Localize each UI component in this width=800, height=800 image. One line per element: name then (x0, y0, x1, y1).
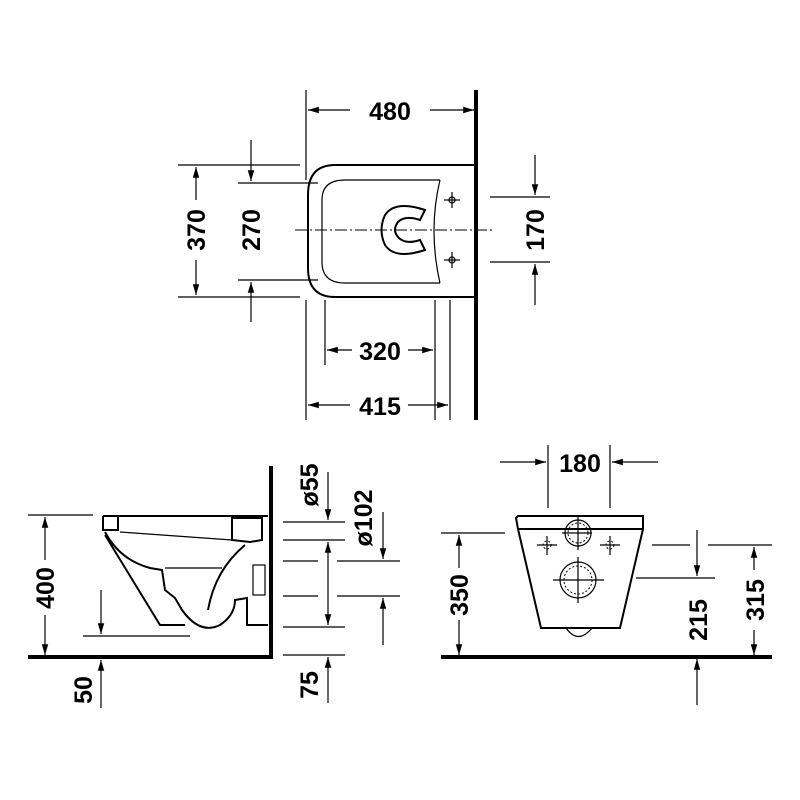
dim-170: 170 (522, 209, 550, 251)
fixing-hole-icon (444, 192, 460, 208)
fixing-hole-icon (600, 536, 620, 555)
dim-d102: ø102 (350, 490, 378, 547)
bowl-opening (380, 205, 427, 255)
seat-outline (321, 179, 440, 284)
front-view: 180 350 215 315 (441, 445, 772, 705)
dim-480: 480 (369, 98, 411, 126)
bowl-profile (102, 515, 268, 629)
dim-270: 270 (238, 209, 266, 251)
front-outline (514, 515, 644, 629)
top-view: 480 370 270 170 320 415 (178, 90, 550, 421)
dim-415: 415 (359, 393, 401, 421)
side-view: 400 50 ø55 ø102 75 (28, 463, 400, 708)
dim-350: 350 (446, 574, 474, 616)
fixing-hole-icon (444, 252, 460, 268)
bowl-outline (307, 164, 476, 298)
fixing-hole-icon (537, 536, 557, 555)
dim-75: 75 (296, 671, 324, 699)
dim-50: 50 (70, 676, 98, 704)
dim-400: 400 (32, 567, 60, 609)
dim-320: 320 (359, 338, 401, 366)
dim-180: 180 (559, 450, 601, 478)
dim-315: 315 (742, 579, 770, 621)
dim-215: 215 (685, 599, 713, 641)
dim-d55: ø55 (296, 463, 324, 506)
dim-370: 370 (183, 209, 211, 251)
outlet-profile (207, 517, 263, 611)
